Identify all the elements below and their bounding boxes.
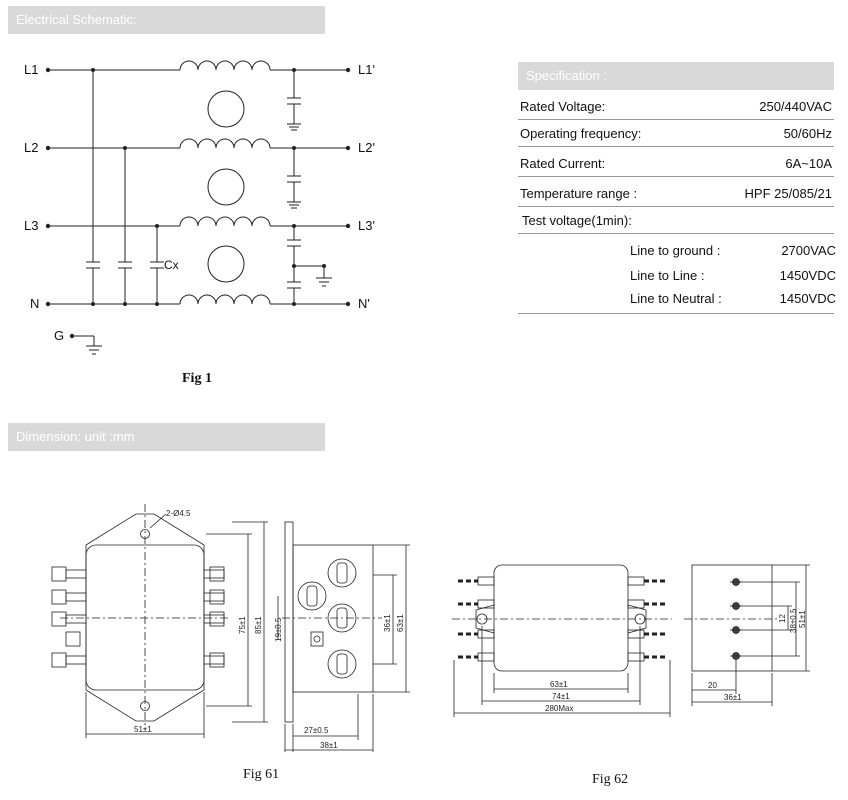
fig1-caption: Fig 1	[182, 371, 212, 386]
side-terminals	[297, 558, 357, 679]
dim-12-label: 12	[778, 614, 787, 623]
dim-280-label: 280Max	[545, 704, 573, 713]
spec-row-rated-current: Rated Current: 6A~10A	[518, 152, 834, 177]
dim-63-label: 63±1	[550, 680, 568, 689]
spec-label: Temperature range :	[520, 186, 638, 201]
terminal-l2p-label: L2'	[358, 140, 375, 155]
line-l2	[48, 138, 348, 149]
test-label: Line to Line :	[630, 268, 705, 283]
terminal-g-label: G	[54, 328, 64, 343]
side-studs	[730, 578, 742, 660]
dim-75-label: 75±1	[238, 616, 247, 634]
spec-label: Operating frequency:	[520, 126, 642, 141]
terminal-l3-label: L3	[24, 218, 38, 233]
test-row-line-to-line: Line to Line : 1450VDC	[630, 265, 836, 287]
dim-38-label: 38±1	[320, 741, 338, 750]
terminal-l2-label: L2	[24, 140, 38, 155]
x-capacitor-l3-n	[150, 226, 164, 304]
terminal-l1-label: L1	[24, 62, 38, 77]
x-capacitor-l2-n	[118, 148, 132, 304]
y-capacitor-l1	[287, 70, 301, 131]
spec-row-test-voltage: Test voltage(1min):	[518, 209, 834, 234]
dimension-header: Dimension: unit :mm	[8, 423, 325, 451]
left-wires	[458, 576, 495, 662]
ground-symbol	[72, 335, 102, 355]
y-capacitor-l2	[287, 148, 301, 209]
line-n	[48, 294, 348, 305]
spec-row-operating-frequency: Operating frequency: 50/60Hz	[518, 122, 834, 147]
terminal-n-label: N	[30, 296, 39, 311]
fig61-caption: Fig 61	[243, 767, 280, 782]
dim-74-label: 74±1	[552, 692, 570, 701]
spec-label: Rated Voltage:	[520, 99, 606, 114]
choke-core	[207, 90, 245, 128]
spec-value: 50/60Hz	[783, 126, 832, 141]
filter-body-side	[691, 564, 773, 672]
mounting-flange	[85, 513, 205, 722]
test-value: 1450VDC	[779, 291, 836, 306]
test-value: 1450VDC	[779, 268, 836, 283]
y-capacitor-l3-n	[287, 226, 332, 304]
test-row-line-to-neutral: Line to Neutral : 1450VDC	[630, 288, 836, 310]
filter-body-side	[292, 544, 374, 693]
dim-38-label: 38±0.5	[789, 608, 798, 633]
dim-63-label: 63±1	[396, 614, 405, 632]
choke-core	[207, 168, 245, 206]
spec-label: Rated Current:	[520, 156, 606, 171]
dim-36-label: 36±1	[724, 693, 742, 702]
dim-27-label: 27±0.5	[304, 726, 329, 735]
fig62-caption: Fig 62	[592, 772, 629, 787]
test-label: Line to Neutral :	[630, 291, 722, 306]
dim-19-label: 19±0.5	[274, 617, 283, 642]
cx-label: Cx	[164, 258, 179, 272]
dim-36-label: 36±1	[383, 614, 392, 632]
terminal-l1p-label: L1'	[358, 62, 375, 77]
spec-row-temperature-range: Temperature range : HPF 25/085/21	[518, 182, 834, 207]
specification-header: Specification :	[518, 62, 834, 90]
choke-core	[207, 245, 245, 283]
spec-value: 6A~10A	[785, 156, 832, 171]
terminal-np-label: N'	[358, 296, 370, 311]
spec-value: 250/440VAC	[759, 99, 832, 114]
right-terminals	[203, 566, 225, 668]
right-wires	[627, 576, 666, 662]
hole-label: 2-Ø4.5	[166, 509, 191, 518]
spec-value: HPF 25/085/21	[744, 186, 832, 201]
x-capacitor-l1-n	[86, 70, 100, 304]
spec-label: Test voltage(1min):	[522, 213, 632, 228]
test-label: Line to ground :	[630, 243, 721, 258]
spec-row-rated-voltage: Rated Voltage: 250/440VAC	[518, 95, 834, 120]
filter-body-top	[493, 564, 629, 672]
dim-85-label: 85±1	[254, 616, 263, 634]
line-l3	[48, 216, 348, 227]
left-terminals	[51, 566, 87, 668]
test-value: 2700VAC	[781, 243, 836, 258]
dim-51-label: 51±1	[798, 610, 807, 628]
terminal-l3p-label: L3'	[358, 218, 375, 233]
dim-20-label: 20	[708, 681, 717, 690]
spec-bottom-rule	[518, 313, 834, 314]
dim-51-label: 51±1	[134, 725, 152, 734]
electrical-schematic-header: Electrical Schematic:	[8, 6, 325, 34]
line-l1	[48, 60, 348, 71]
test-row-line-to-ground: Line to ground : 2700VAC	[630, 240, 836, 262]
